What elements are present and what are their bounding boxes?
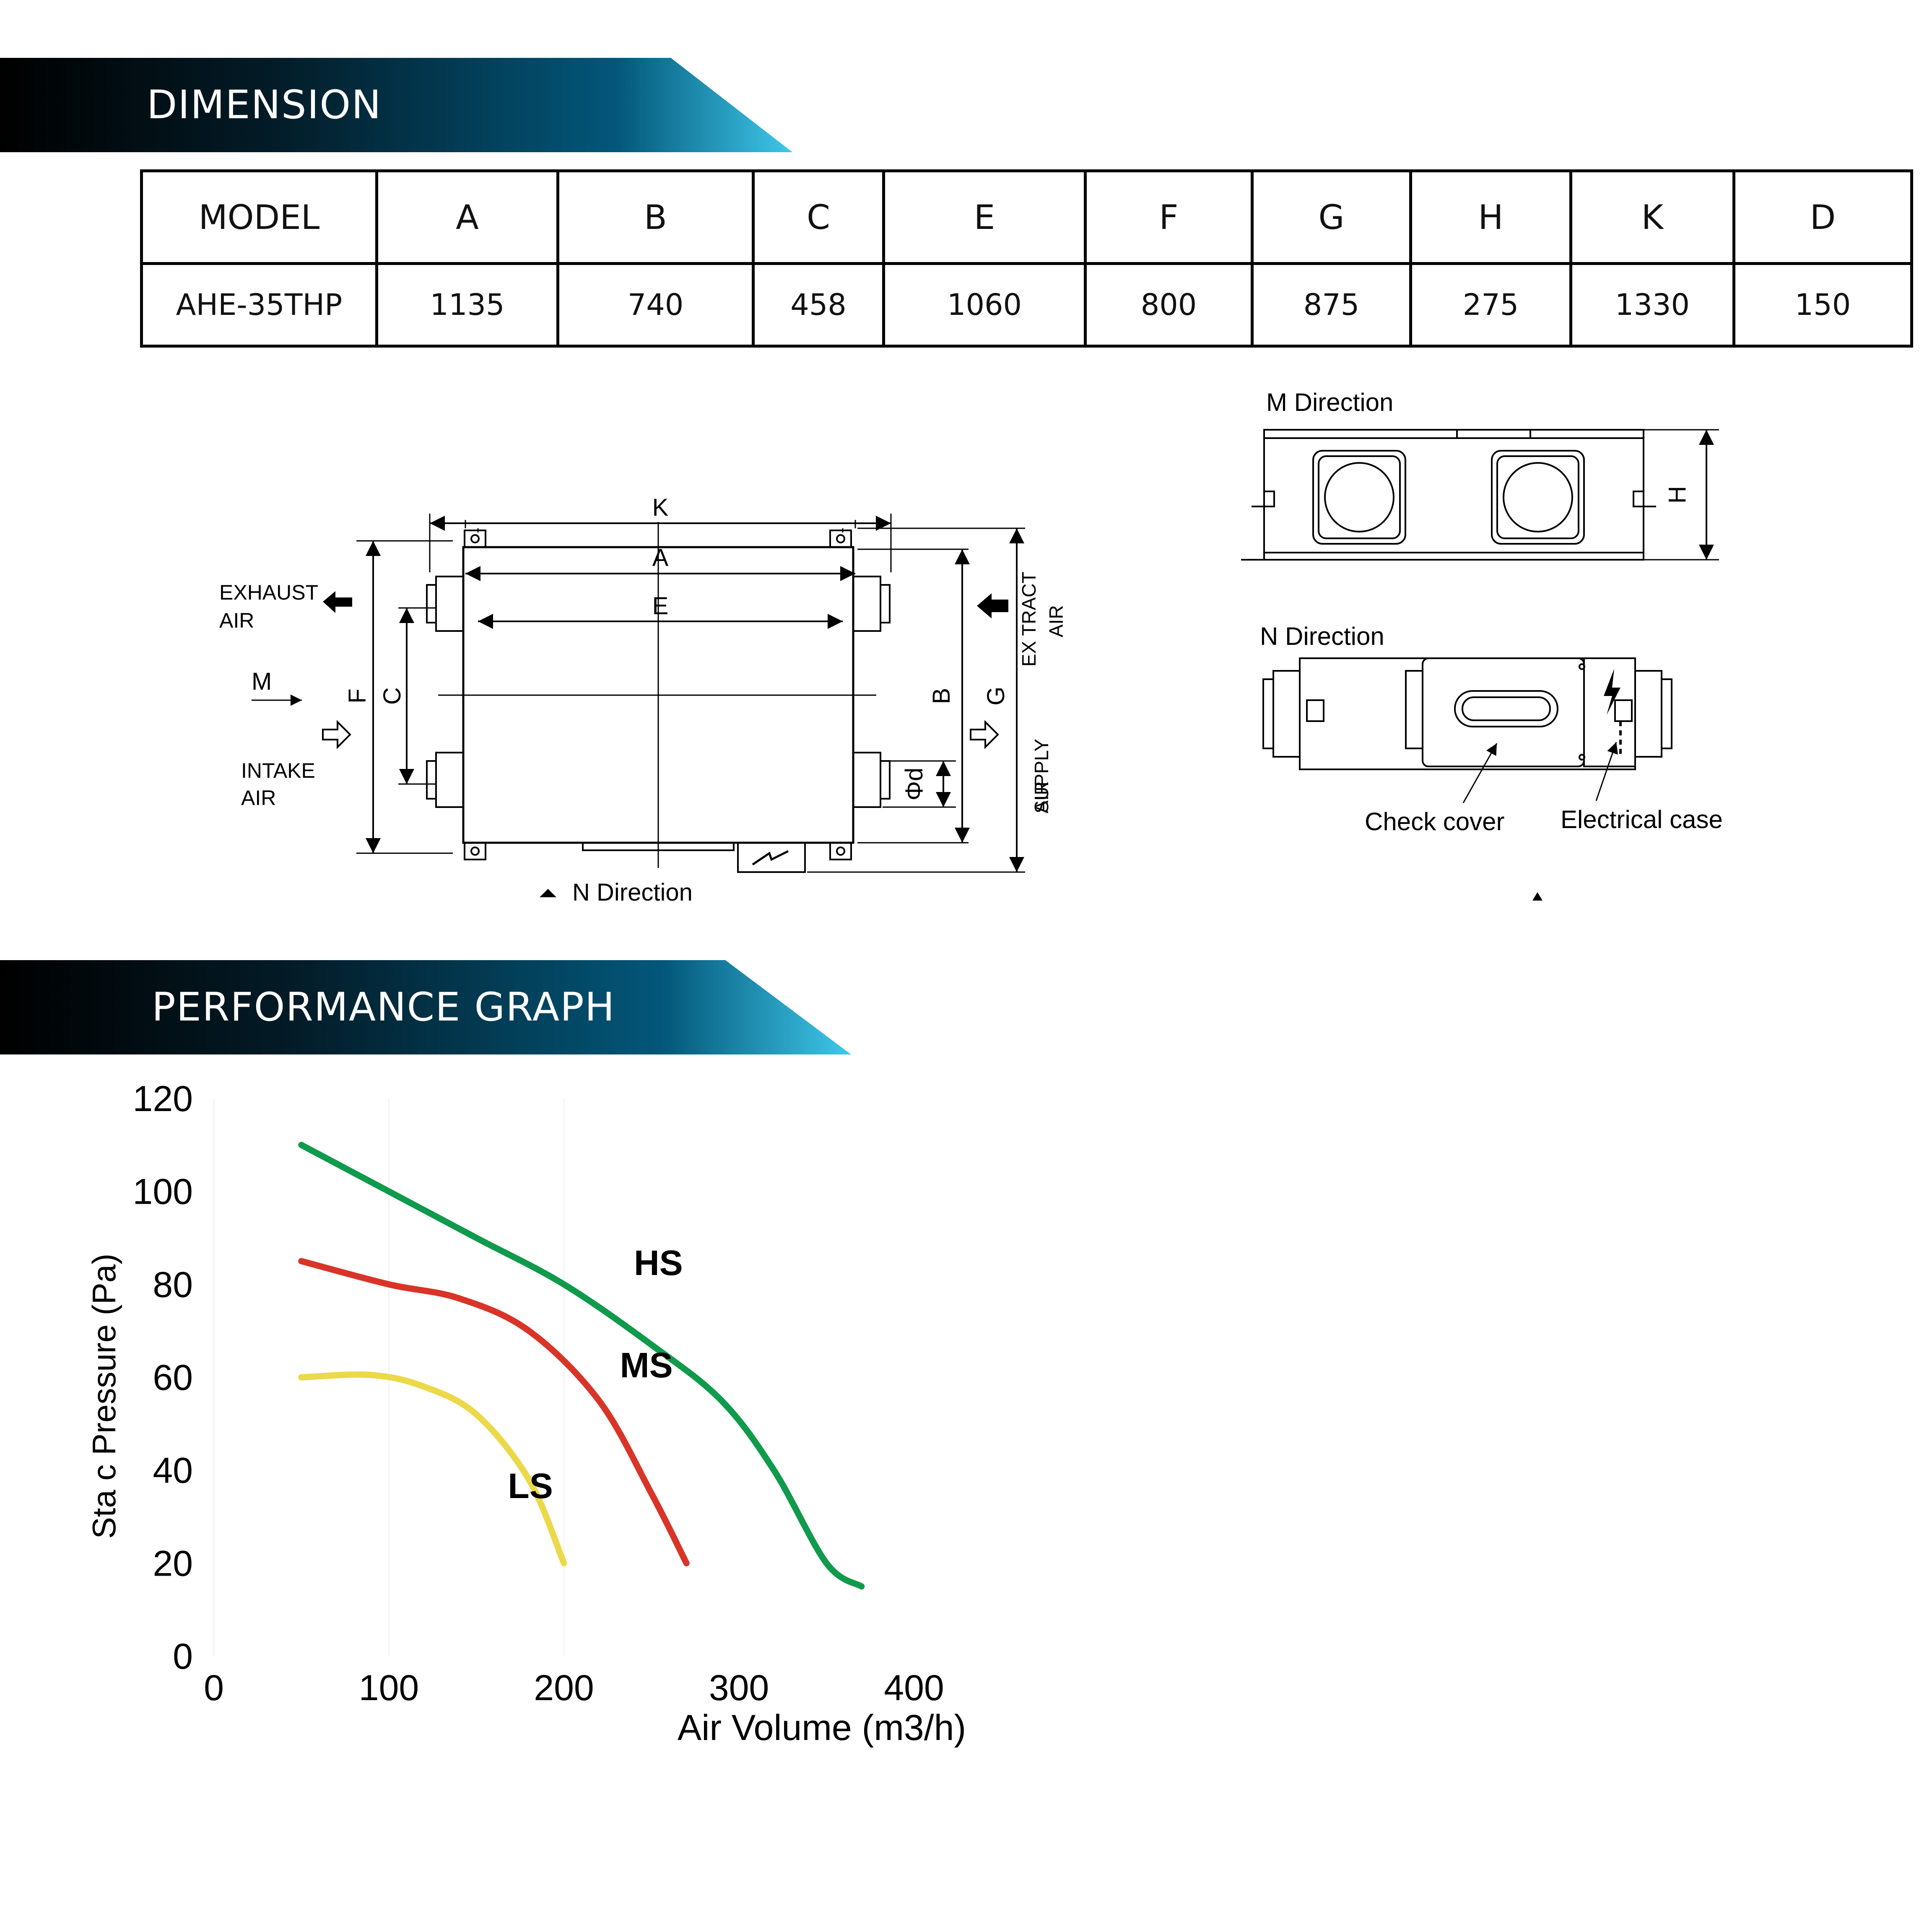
- n-direction-marker-icon: [540, 889, 556, 897]
- dim-label-a: A: [652, 544, 669, 571]
- lightning-icon: [1604, 669, 1620, 715]
- intake-air-label-2: AIR: [241, 786, 276, 810]
- header-f: F: [1084, 169, 1254, 265]
- header-e: E: [882, 169, 1087, 265]
- intake-arrow-icon: [322, 720, 351, 749]
- cell-c: 458: [752, 262, 885, 348]
- chart-axes: 0 20 40 60 80 100 120 0 100 200 300 400: [133, 1079, 944, 1708]
- series-line-hs: [298, 1142, 865, 1590]
- electrical-case-panel: [1583, 657, 1636, 767]
- dim-label-c: C: [379, 687, 406, 705]
- dimension-title: DIMENSION: [147, 82, 382, 128]
- x-tick-label: 100: [359, 1668, 419, 1708]
- check-cover-handle: [1454, 690, 1558, 727]
- duct-left-bottom: [426, 752, 464, 808]
- duct-left-top: [426, 576, 464, 632]
- front-view-drawing: K A E F C B G Φd M EXHAUST AIR INTAKE AI…: [219, 494, 1067, 906]
- dim-label-e: E: [652, 592, 669, 620]
- dimensions-table: MODEL A B C E F G H K D AHE-35THP 1135 7…: [140, 169, 1913, 348]
- header-h: H: [1409, 169, 1572, 265]
- series-label-hs: HS: [634, 1243, 683, 1283]
- x-axis-label: Air Volume (m3/h): [678, 1708, 966, 1748]
- side-views-drawing: M Direction H N Direction: [1241, 388, 1723, 901]
- y-axis-label: Sta c Pressure (Pa): [86, 1254, 122, 1539]
- series-label-ms: MS: [620, 1345, 673, 1385]
- electrical-box: [737, 842, 806, 873]
- header-k: K: [1569, 169, 1735, 265]
- header-a: A: [375, 169, 559, 265]
- m-direction-view: [1241, 429, 1719, 561]
- supply-arrow-icon: [970, 720, 999, 749]
- exhaust-air-label-1: EXHAUST: [219, 581, 318, 604]
- supply-air-label-2: AIR: [1031, 781, 1052, 813]
- chart-series-labels: HS MS LS: [508, 1243, 683, 1506]
- check-cover-label: Check cover: [1365, 808, 1504, 836]
- cell-a: 1135: [375, 262, 559, 348]
- y-tick-label: 20: [153, 1543, 193, 1584]
- extract-arrow-icon: [977, 593, 1008, 618]
- supply-air-label-1: SUPPLY: [1031, 739, 1052, 813]
- header-b: B: [556, 169, 755, 265]
- cell-d: 150: [1732, 262, 1913, 348]
- dim-label-phid: Φd: [901, 768, 928, 801]
- n-direction-label: N Direction: [572, 879, 693, 906]
- n-direction-title: N Direction: [1260, 622, 1384, 650]
- chart-series: [298, 1142, 865, 1590]
- series-line-ls: [298, 1371, 567, 1566]
- cell-h: 275: [1409, 262, 1572, 348]
- series-label-ls: LS: [508, 1466, 553, 1506]
- intake-air-label-1: INTAKE: [241, 759, 315, 782]
- m-direction-title: M Direction: [1266, 388, 1393, 416]
- exhaust-arrow-icon: [323, 591, 352, 613]
- dim-label-g: G: [982, 686, 1010, 705]
- header-model: MODEL: [140, 169, 378, 265]
- n-direction-view-marker-icon: [1532, 892, 1542, 901]
- y-tick-label: 100: [133, 1172, 193, 1212]
- dimension-banner-shape: [0, 58, 792, 152]
- exhaust-air-label-2: AIR: [219, 609, 254, 632]
- performance-chart: 0 20 40 60 80 100 120 0 100 200 300 400 HS MS LS Air …: [86, 1079, 966, 1748]
- header-c: C: [752, 169, 885, 265]
- y-tick-label: 120: [133, 1079, 193, 1119]
- y-tick-label: 80: [153, 1265, 193, 1305]
- y-tick-label: 0: [173, 1636, 193, 1677]
- table-row: AHE-35THP 1135 740 458 1060 800 875 275 …: [140, 262, 1913, 348]
- extract-air-label-1: EX TRACT: [1018, 571, 1040, 667]
- y-tick-label: 60: [153, 1358, 193, 1398]
- dimension-banner: DIMENSION: [0, 58, 797, 152]
- cell-f: 800: [1084, 262, 1254, 348]
- table-header-row: MODEL A B C E F G H K D: [140, 169, 1913, 265]
- dim-label-b: B: [928, 688, 955, 704]
- dim-label-h: H: [1664, 486, 1691, 504]
- performance-title: PERFORMANCE GRAPH: [152, 984, 615, 1030]
- cell-k: 1330: [1569, 262, 1735, 348]
- x-tick-label: 300: [709, 1668, 769, 1708]
- extract-air-label-2: AIR: [1045, 605, 1067, 637]
- n-direction-view: [1262, 657, 1672, 803]
- header-g: G: [1251, 169, 1412, 265]
- cell-b: 740: [556, 262, 755, 348]
- cell-g: 875: [1251, 262, 1412, 348]
- m-label: M: [252, 668, 272, 695]
- dim-label-k: K: [652, 494, 669, 521]
- x-tick-label: 200: [534, 1668, 594, 1708]
- x-tick-label: 0: [204, 1668, 224, 1708]
- x-tick-label: 400: [884, 1668, 944, 1708]
- electrical-case-label: Electrical case: [1561, 805, 1723, 834]
- header-d: D: [1732, 169, 1913, 265]
- dim-label-f: F: [344, 688, 371, 703]
- y-tick-label: 40: [153, 1451, 193, 1491]
- performance-banner-shape: [0, 960, 851, 1054]
- series-line-ms: [298, 1258, 690, 1566]
- cell-model: AHE-35THP: [140, 262, 378, 348]
- cell-e: 1060: [882, 262, 1087, 348]
- performance-banner: PERFORMANCE GRAPH: [0, 960, 860, 1054]
- duct-right-top: [852, 576, 891, 632]
- check-cover-panel: [1422, 657, 1585, 767]
